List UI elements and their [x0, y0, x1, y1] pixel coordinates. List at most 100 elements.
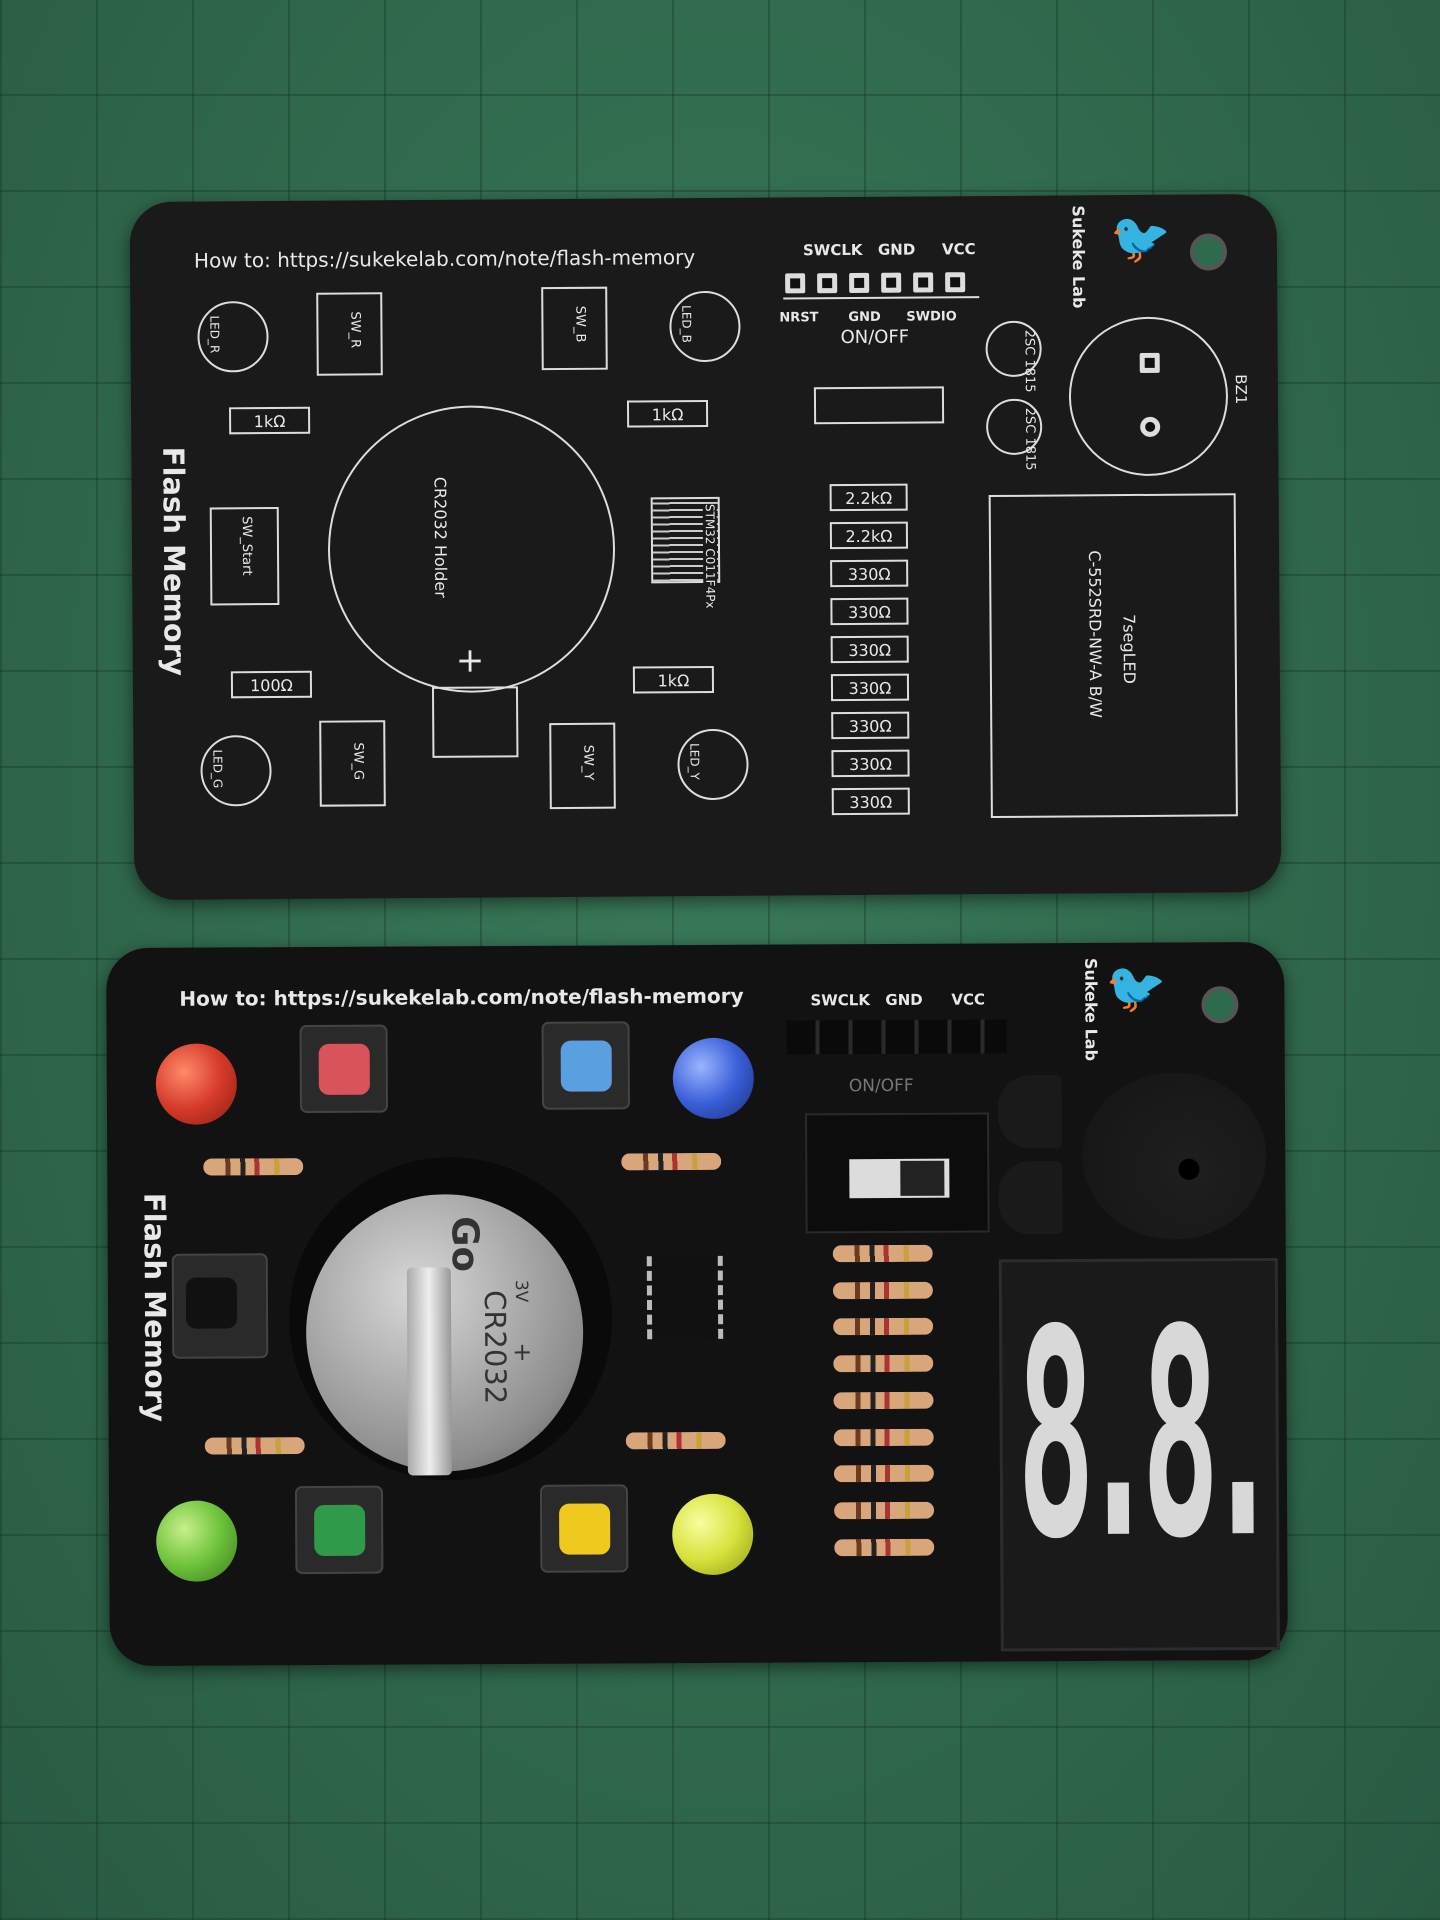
footprint-sw-y: SW_Y	[549, 722, 616, 810]
battery-holder-footprint: CR2032 Holder +	[327, 404, 617, 694]
resistor-footprint: 1kΩ	[229, 406, 311, 435]
battery-plus-label: +	[455, 640, 485, 681]
power-slide-switch[interactable]	[805, 1112, 990, 1234]
display-part-label: C-552SRD-NW-A B/W	[1085, 550, 1106, 718]
battery-clip	[406, 1267, 452, 1476]
battery-voltage: 3V	[510, 1279, 531, 1303]
resistor-footprint: 2.2kΩ	[829, 521, 909, 550]
display-digits: 8.8.	[1015, 1266, 1267, 1603]
resistor	[833, 1317, 934, 1336]
button-cap	[318, 1043, 370, 1095]
button-green[interactable]	[294, 1485, 384, 1575]
mcu-label: STM32 C011F4Px	[702, 503, 718, 609]
pcb-bare: How to: https://sukekelab.com/note/flash…	[129, 194, 1282, 900]
buzzer	[1081, 1072, 1267, 1240]
footprint-sw-b: SW_B	[541, 286, 608, 371]
url-text: How to: https://sukekelab.com/note/flash…	[179, 983, 744, 1011]
header-label-swdio: SWDIO	[906, 309, 957, 325]
sw-r-label: SW_R	[347, 311, 363, 349]
switch-label: ON/OFF	[848, 1075, 914, 1097]
header-label-vcc: VCC	[951, 990, 986, 1009]
resistor-footprint: 330Ω	[831, 749, 910, 778]
button-cap	[560, 1040, 612, 1092]
seven-segment-display: 8.8.	[998, 1257, 1280, 1652]
footprint-sw-r: SW_R	[316, 292, 383, 376]
footprint-led-b: LED_B	[669, 290, 741, 363]
battery-plus: +	[512, 1337, 533, 1366]
button-yellow[interactable]	[539, 1484, 629, 1573]
transistor	[998, 1161, 1063, 1235]
mcu-chip	[646, 1255, 724, 1340]
programming-header	[783, 269, 980, 300]
board-title: Flash Memory	[137, 1192, 173, 1423]
bird-logo-icon: 🐦	[1109, 209, 1172, 268]
resistor	[203, 1158, 304, 1176]
led-blue	[672, 1037, 755, 1120]
led-yellow	[671, 1493, 754, 1576]
resistor	[834, 1538, 935, 1557]
transistor-label: 2SC 1815	[1021, 329, 1037, 393]
resistor	[833, 1391, 934, 1410]
switch-slot	[849, 1158, 950, 1199]
resistor-footprint: 330Ω	[830, 635, 909, 664]
resistor	[833, 1354, 934, 1373]
switch-label: ON/OFF	[840, 326, 910, 349]
resistor-footprint: 330Ω	[831, 787, 910, 816]
button-cap	[559, 1503, 611, 1555]
sw-y-label: SW_Y	[580, 744, 596, 781]
led-y-label: LED_Y	[687, 743, 702, 780]
resistor-footprint: 1kΩ	[632, 665, 715, 694]
header-label-swclk: SWCLK	[802, 240, 863, 260]
button-blue[interactable]	[541, 1021, 630, 1110]
buzzer-footprint: BZ1	[1068, 316, 1250, 477]
transistor-label: 2SC 1815	[1022, 407, 1038, 471]
brand-label: Sukeke Lab	[1068, 205, 1089, 309]
button-red[interactable]	[299, 1024, 388, 1114]
resistor	[833, 1464, 934, 1483]
bird-logo-icon: 🐦	[1105, 959, 1167, 1017]
button-cap	[185, 1277, 238, 1329]
resistor	[621, 1152, 722, 1171]
battery-tab-footprint	[431, 686, 519, 758]
display-label: 7segLED	[1119, 613, 1139, 684]
transistor-footprint: 2SC 1815	[985, 320, 1042, 393]
header-label-gnd: GND	[877, 240, 916, 259]
resistor-footprint: 1kΩ	[626, 399, 709, 428]
led-green	[156, 1500, 238, 1582]
header-label-nrst: NRST	[779, 310, 819, 326]
header-label-gnd2: GND	[848, 309, 881, 325]
battery-holder: Go 3V CR2032 +	[288, 1156, 613, 1482]
slide-switch-footprint	[813, 386, 945, 425]
resistor-footprint: 2.2kΩ	[829, 483, 908, 512]
header-label-vcc: VCC	[941, 240, 976, 259]
resistor	[832, 1281, 933, 1300]
footprint-sw-g: SW_G	[319, 720, 386, 807]
battery-brand: Go	[443, 1216, 487, 1273]
footprint-led-g: LED_G	[200, 735, 272, 807]
led-g-label: LED_G	[210, 749, 225, 789]
header-label-swclk: SWCLK	[810, 991, 871, 1010]
footprint-sw-start: SW_Start	[209, 506, 280, 606]
resistor-footprint: 330Ω	[830, 673, 910, 702]
buzzer-label: BZ1	[1231, 374, 1251, 405]
pcb-assembled: How to: https://sukekelab.com/note/flash…	[106, 941, 1288, 1667]
resistor-footprint: 330Ω	[830, 559, 909, 588]
resistor	[204, 1437, 305, 1455]
pin-header	[786, 1019, 1007, 1055]
button-start[interactable]	[171, 1253, 269, 1359]
led-b-label: LED_B	[679, 305, 694, 343]
url-text: How to: https://sukekelab.com/note/flash…	[193, 245, 696, 273]
switch-knob[interactable]	[900, 1160, 945, 1196]
resistor-footprint: 330Ω	[830, 597, 909, 626]
resistor-footprint: 330Ω	[831, 711, 910, 740]
resistor	[625, 1431, 726, 1450]
battery-holder-label: CR2032 Holder	[430, 476, 451, 598]
mounting-hole	[1189, 233, 1228, 271]
board-title: Flash Memory	[156, 446, 192, 677]
header-label-gnd: GND	[885, 990, 923, 1010]
resistor-footprint: 100Ω	[230, 670, 313, 699]
resistor	[834, 1501, 935, 1520]
mounting-hole	[1201, 986, 1239, 1024]
sw-b-label: SW_B	[572, 305, 588, 343]
